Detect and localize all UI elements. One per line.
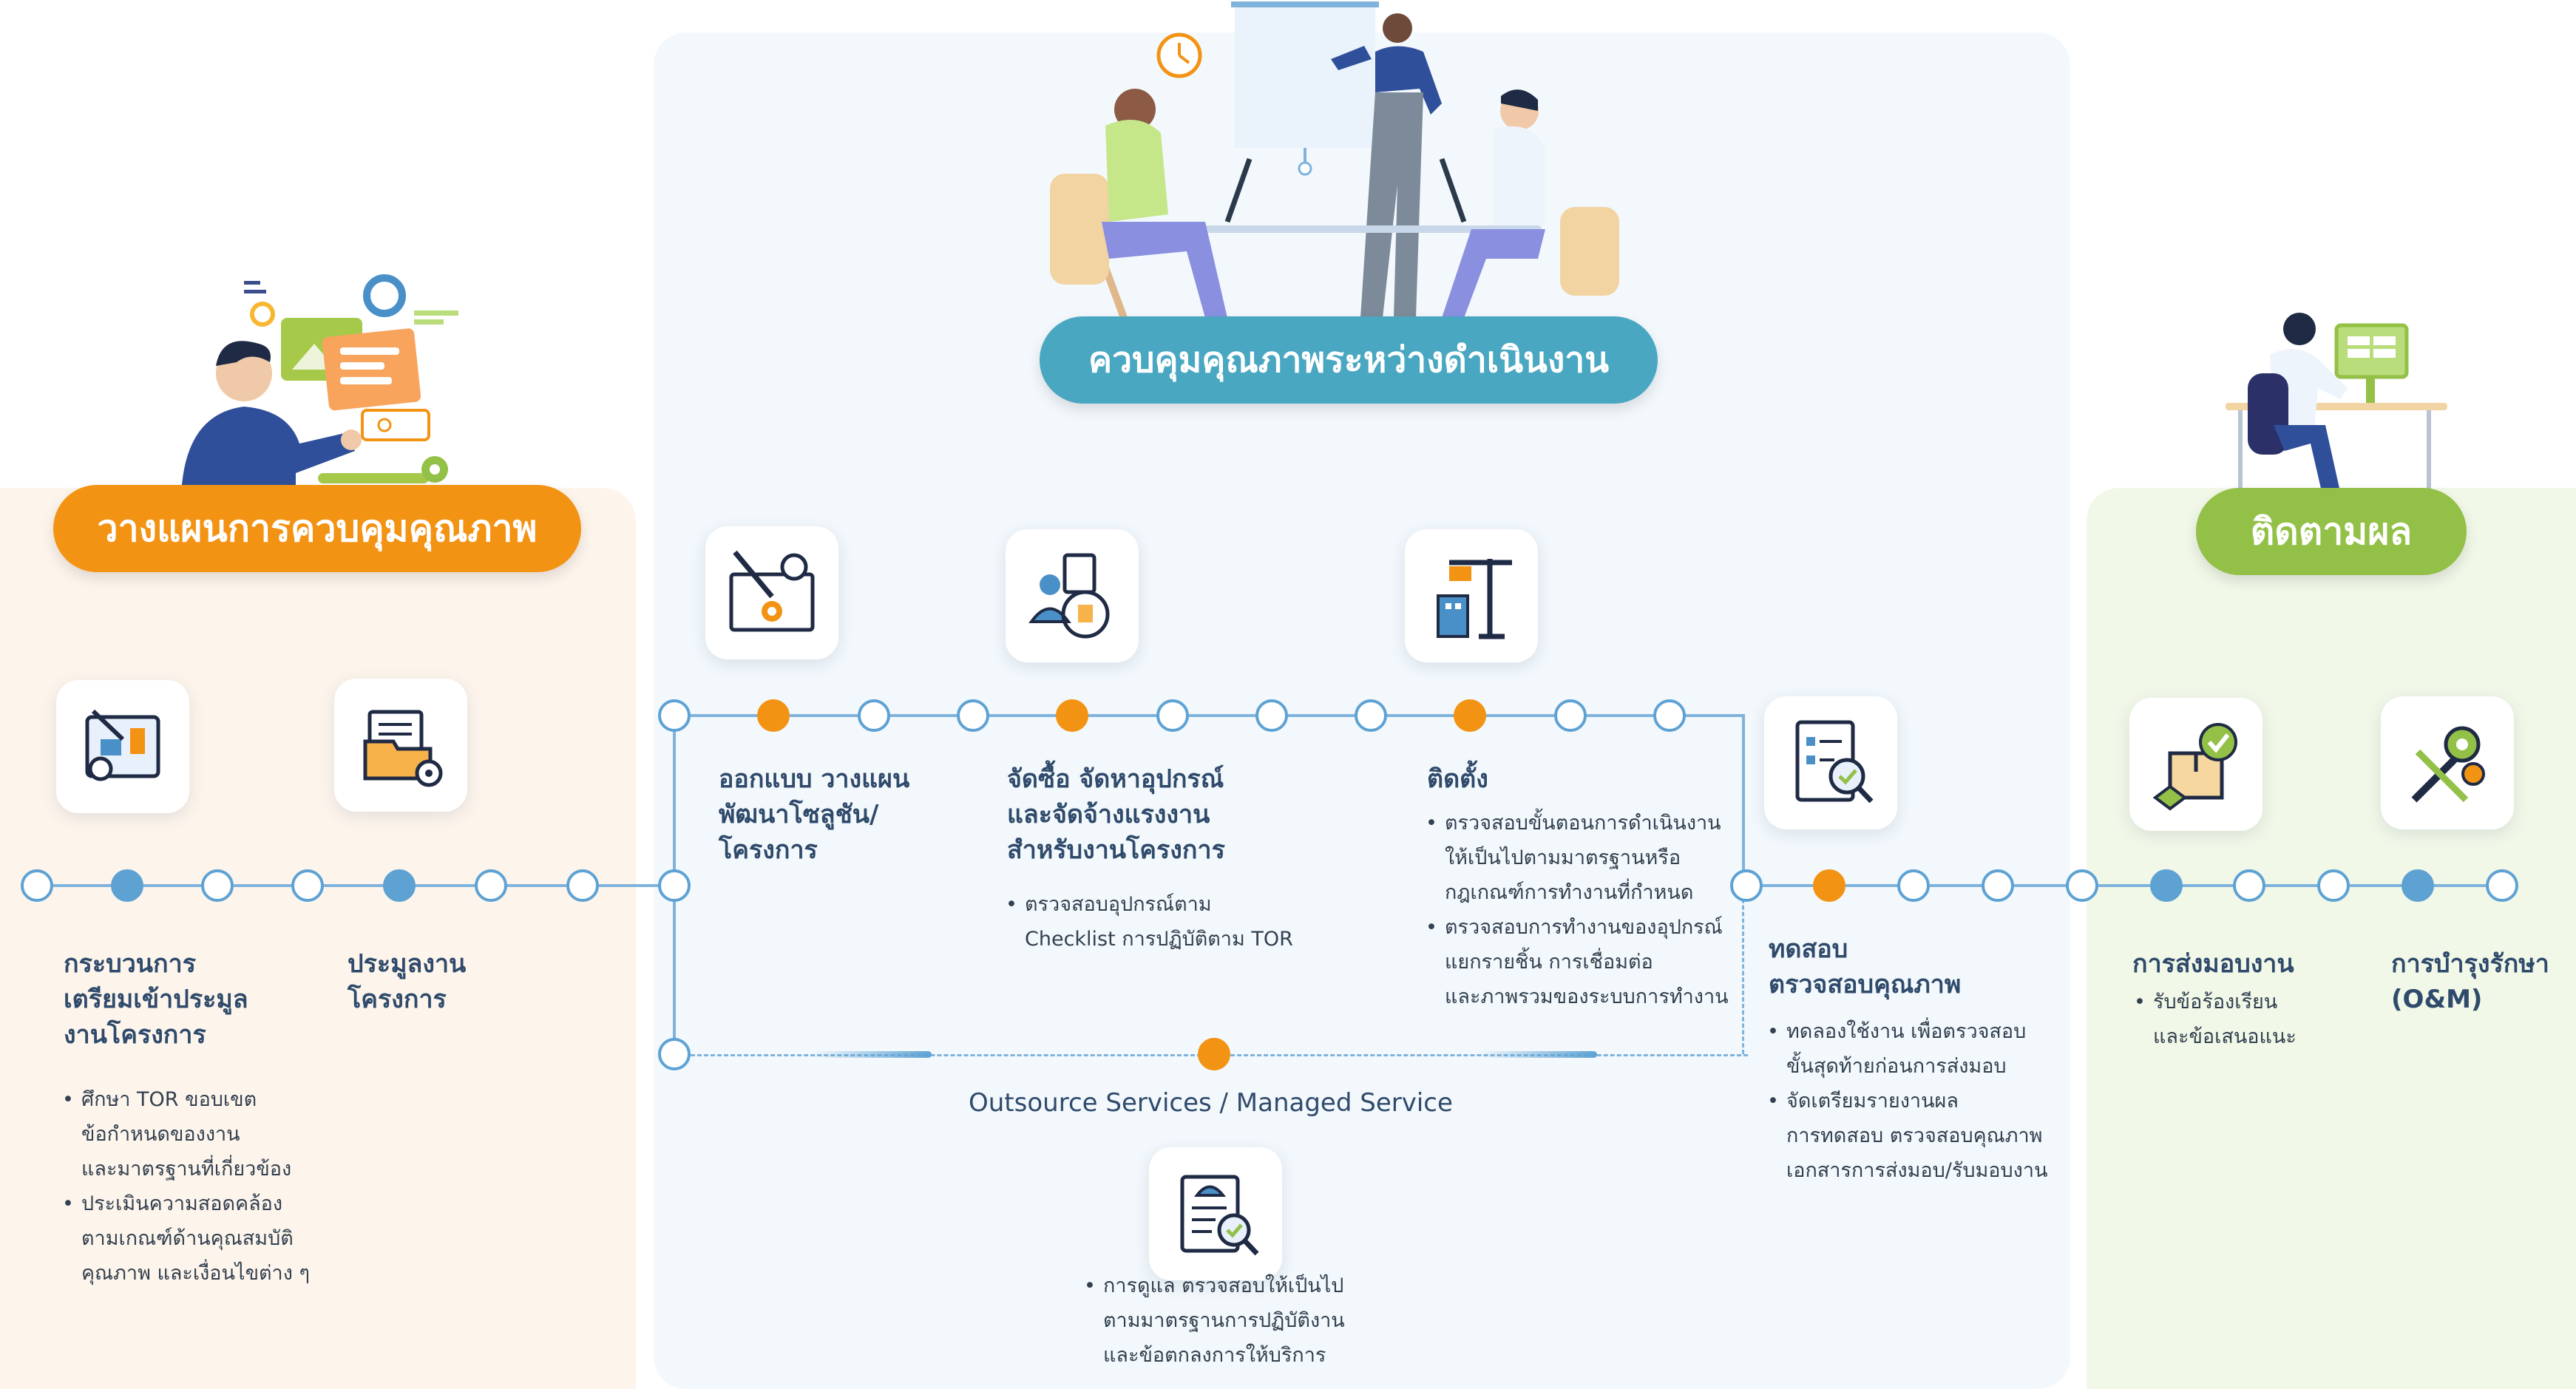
step-prep-title: กระบวนการ เตรียมเข้าประมูล งานโครงการ	[64, 949, 248, 1050]
step-outsource-bullet: การดูแล ตรวจสอบให้เป็นไป ตามมาตรฐานการปฏ…	[1084, 1269, 1345, 1373]
timeline-node	[475, 869, 507, 902]
step-delivery-title: การส่งมอบงาน	[2132, 949, 2294, 979]
package-check-icon	[2129, 698, 2263, 831]
timeline-node-prep	[111, 869, 143, 902]
timeline-follow	[1746, 884, 2501, 887]
blueprint-gear-icon	[56, 680, 189, 813]
step-install-bullet: ตรวจสอบการทำงานของอุปกรณ์ แยกรายชิ้น การ…	[1426, 910, 1729, 1014]
timeline-node	[201, 869, 234, 902]
timeline-node	[21, 869, 53, 902]
wrench-gear-icon	[2381, 696, 2514, 829]
step-maintenance-title: การบำรุงรักษา (O&M)	[2391, 949, 2549, 1014]
step-bid-title: ประมูลงาน โครงการ	[348, 949, 467, 1014]
timeline-node	[2317, 869, 2350, 902]
monitor-illustration	[2226, 313, 2447, 492]
flow-accent	[813, 1051, 932, 1058]
step-procure-bullet: ตรวจสอบอุปกรณ์ตาม Checklist การปฏิบัติตา…	[1006, 887, 1293, 957]
step-outsource-bullets: การดูแล ตรวจสอบให้เป็นไป ตามมาตรฐานการปฏ…	[1084, 1269, 1345, 1373]
timeline-node	[1554, 699, 1587, 732]
checklist-search-icon	[1764, 696, 1897, 829]
timeline-node-delivery	[2150, 869, 2183, 902]
step-delivery-bullet: รับข้อร้องเรียน และข้อเสนอแนะ	[2134, 985, 2297, 1054]
phase-plan-label: วางแผนการควบคุมคุณภาพ	[53, 485, 581, 572]
step-install-bullets: ตรวจสอบขั้นตอนการดำเนินงาน ให้เป็นไปตามม…	[1426, 806, 1729, 1014]
timeline-node	[2066, 869, 2098, 902]
timeline-node	[658, 699, 691, 732]
step-delivery-bullets: รับข้อร้องเรียน และข้อเสนอแนะ	[2134, 985, 2297, 1054]
step-prep-bullet: ศึกษา TOR ขอบเขต ข้อกำหนดของงาน และมาตรฐ…	[62, 1082, 310, 1186]
phase-control-label: ควบคุมคุณภาพระหว่างดำเนินงาน	[1040, 316, 1658, 404]
timeline-node	[1730, 869, 1763, 902]
timeline-node-maintenance	[2402, 869, 2434, 902]
timeline-node	[957, 699, 989, 732]
timeline-node	[1255, 699, 1288, 732]
step-install-title: ติดตั้ง	[1427, 764, 1488, 794]
step-test-bullets: ทดลองใช้งาน เพื่อตรวจสอบ ขั้นสุดท้ายก่อน…	[1767, 1014, 2047, 1188]
timeline-node	[2486, 869, 2518, 902]
procurement-worker-icon	[1006, 529, 1139, 662]
step-test-title: ทดสอบ ตรวจสอบคุณภาพ	[1769, 934, 1962, 999]
timeline-node	[658, 869, 691, 902]
timeline-node-bid	[383, 869, 416, 902]
timeline-plan	[37, 884, 674, 887]
outsource-return-line	[1742, 886, 1744, 1054]
meeting-illustration	[1050, 1, 1619, 319]
timeline-node	[658, 1038, 691, 1070]
engineer-document-icon	[1149, 1147, 1282, 1280]
planner-illustration	[181, 274, 458, 495]
design-plan-icon	[705, 526, 838, 659]
phase-follow-label: ติดตามผล	[2196, 488, 2467, 575]
timeline-node-test	[1813, 869, 1845, 902]
timeline-node	[1156, 699, 1189, 732]
timeline-node-design	[757, 699, 790, 732]
step-test-bullet: ทดลองใช้งาน เพื่อตรวจสอบ ขั้นสุดท้ายก่อน…	[1767, 1014, 2047, 1084]
timeline-node	[2233, 869, 2265, 902]
timeline-node	[1897, 869, 1930, 902]
folder-gear-icon	[334, 679, 467, 812]
timeline-node	[1653, 699, 1686, 732]
flow-accent	[1479, 1051, 1597, 1058]
timeline-node	[291, 869, 324, 902]
step-prep-bullet: ประเมินความสอดคล้อง ตามเกณฑ์ด้านคุณสมบัต…	[62, 1186, 310, 1291]
timeline-node	[1355, 699, 1387, 732]
step-test-bullet: จัดเตรียมรายงานผล การทดสอบ ตรวจสอบคุณภาพ…	[1767, 1084, 2047, 1188]
timeline-connector-down	[1742, 714, 1745, 886]
timeline-node-outsource	[1198, 1038, 1230, 1070]
step-outsource-title: Outsource Services / Managed Service	[969, 1088, 1453, 1118]
timeline-node-procure	[1056, 699, 1088, 732]
step-procure-title: จัดซื้อ จัดหาอุปกรณ์ และจัดจ้างแรงงาน สำ…	[1007, 764, 1225, 865]
timeline-node-install	[1454, 699, 1486, 732]
timeline-node	[858, 699, 890, 732]
step-prep-bullets: ศึกษา TOR ขอบเขต ข้อกำหนดของงาน และมาตรฐ…	[62, 1082, 310, 1291]
timeline-node	[1982, 869, 2014, 902]
step-design-title: ออกแบบ วางแผน พัฒนาโซลูชัน/ โครงการ	[719, 764, 910, 865]
timeline-control	[674, 714, 1745, 717]
step-procure-bullets: ตรวจสอบอุปกรณ์ตาม Checklist การปฏิบัติตา…	[1006, 887, 1293, 957]
timeline-node	[566, 869, 599, 902]
step-install-bullet: ตรวจสอบขั้นตอนการดำเนินงาน ให้เป็นไปตามม…	[1426, 806, 1729, 910]
crane-building-icon	[1405, 529, 1538, 662]
follow-panel	[2087, 488, 2576, 1389]
